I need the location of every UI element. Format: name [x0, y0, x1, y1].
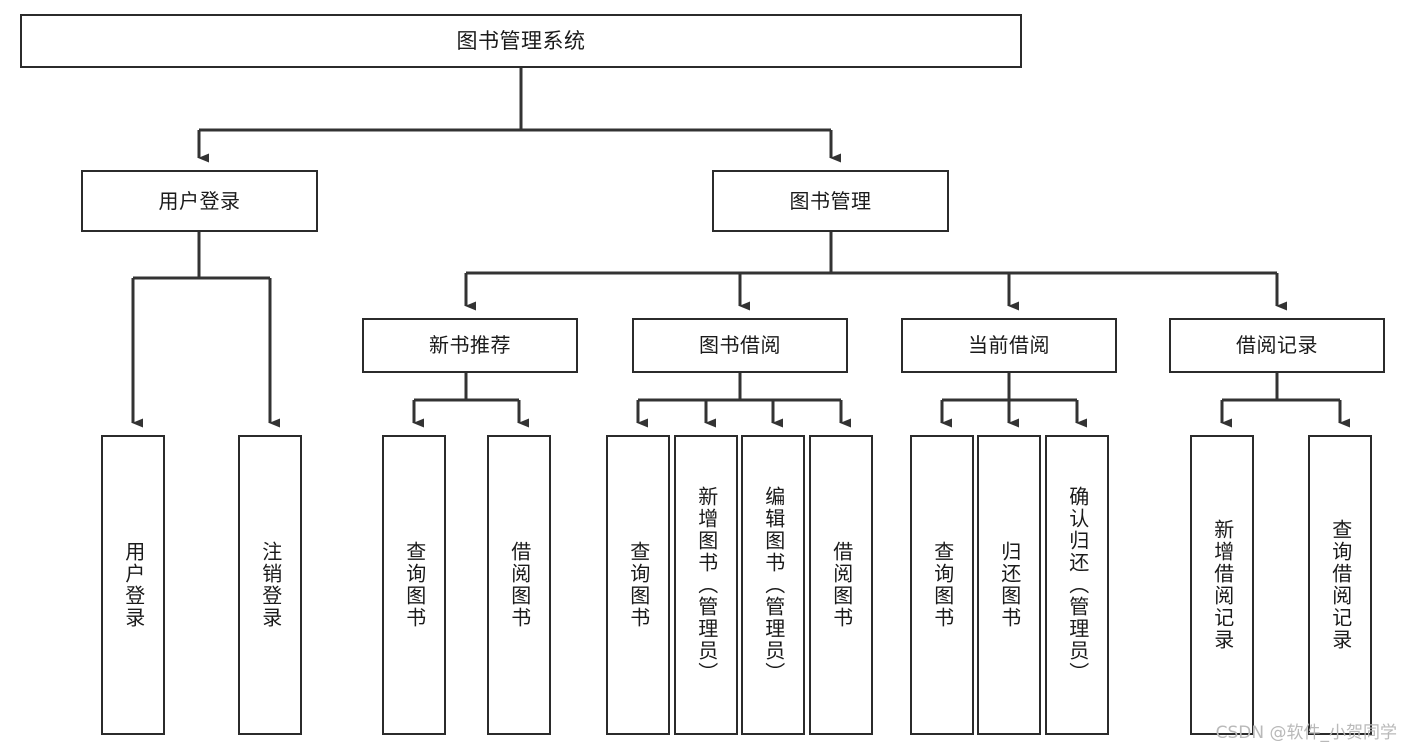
node-root-book-management-system[interactable]: 图书管理系统: [20, 14, 1022, 68]
node-label: 图书管理系统: [456, 28, 586, 53]
leaf-query-book-current[interactable]: 查询图书: [910, 435, 974, 735]
leaf-query-borrowing-record[interactable]: 查询借阅记录: [1308, 435, 1372, 735]
node-label: 借阅图书: [829, 541, 854, 629]
node-label: 借阅图书: [507, 541, 532, 629]
node-current-borrowing[interactable]: 当前借阅: [901, 318, 1117, 373]
node-label: 查询图书: [930, 541, 955, 629]
node-label: 当前借阅: [968, 333, 1050, 357]
leaf-query-book-recommendation[interactable]: 查询图书: [382, 435, 446, 735]
node-user-login[interactable]: 用户登录: [81, 170, 318, 232]
leaf-borrow-book[interactable]: 借阅图书: [809, 435, 873, 735]
leaf-query-book-borrowing[interactable]: 查询图书: [606, 435, 670, 735]
leaf-borrow-book-recommendation[interactable]: 借阅图书: [487, 435, 551, 735]
leaf-add-borrowing-record[interactable]: 新增借阅记录: [1190, 435, 1254, 735]
node-label: 用户登录: [121, 541, 146, 629]
node-label: 注销登录: [258, 541, 283, 629]
node-label: 用户登录: [158, 188, 241, 213]
node-book-borrowing[interactable]: 图书借阅: [632, 318, 848, 373]
node-label: 新增借阅记录: [1210, 519, 1235, 651]
node-label: 新增图书（管理员）: [694, 486, 719, 684]
leaf-return-book[interactable]: 归还图书: [977, 435, 1041, 735]
leaf-edit-book-admin[interactable]: 编辑图书（管理员）: [741, 435, 805, 735]
leaf-confirm-return-admin[interactable]: 确认归还（管理员）: [1045, 435, 1109, 735]
node-label: 查询图书: [626, 541, 651, 629]
node-label: 查询借阅记录: [1328, 519, 1353, 651]
csdn-watermark: CSDN @软件_小贺同学: [1215, 723, 1397, 743]
node-borrowing-record[interactable]: 借阅记录: [1169, 318, 1385, 373]
node-label: 确认归还（管理员）: [1065, 486, 1090, 684]
leaf-user-login[interactable]: 用户登录: [101, 435, 165, 735]
node-book-management[interactable]: 图书管理: [712, 170, 949, 232]
node-label: 编辑图书（管理员）: [761, 486, 786, 684]
node-label: 查询图书: [402, 541, 427, 629]
node-label: 归还图书: [997, 541, 1022, 629]
leaf-logout-login[interactable]: 注销登录: [238, 435, 302, 735]
node-label: 借阅记录: [1236, 333, 1318, 357]
node-label: 图书管理: [789, 188, 872, 213]
node-label: 新书推荐: [429, 333, 511, 357]
node-label: 图书借阅: [699, 333, 781, 357]
leaf-add-book-admin[interactable]: 新增图书（管理员）: [674, 435, 738, 735]
node-new-book-recommendation[interactable]: 新书推荐: [362, 318, 578, 373]
